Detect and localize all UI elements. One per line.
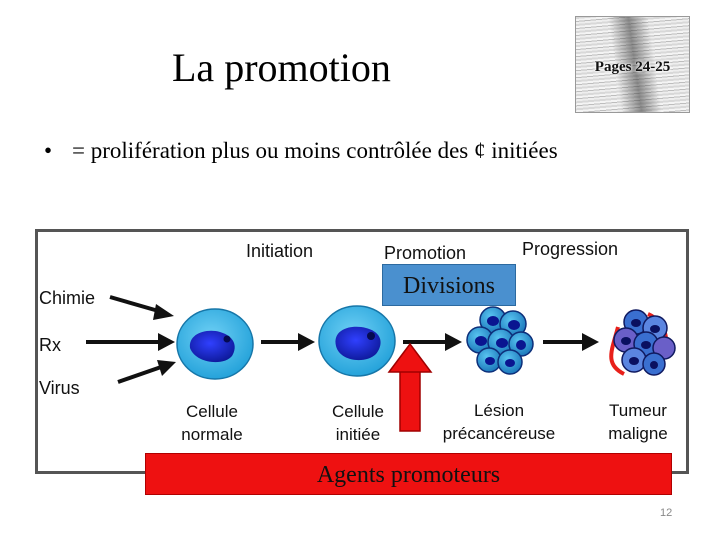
page-number: 12 bbox=[660, 507, 673, 519]
caption-normal-line1: Cellule bbox=[186, 402, 238, 421]
diagram-canvas: Initiation Promotion Progression Chimie … bbox=[39, 239, 676, 444]
caption-normal-line2: normale bbox=[181, 425, 242, 444]
divisions-label-box: Divisions bbox=[382, 264, 516, 306]
caption-lesion-line1: Lésion bbox=[474, 401, 524, 420]
arrow-lesion-to-tumor bbox=[543, 333, 599, 351]
bullet-text: = prolifération plus ou moins contrôlée … bbox=[72, 138, 558, 163]
agent-label-chimie: Chimie bbox=[39, 288, 95, 308]
bullet-definition: • = prolifération plus ou moins contrôlée… bbox=[44, 136, 558, 166]
caption-initiated-line1: Cellule bbox=[332, 402, 384, 421]
malignant-tumor-icon bbox=[609, 309, 676, 376]
normal-cell-icon bbox=[176, 308, 254, 380]
caption-tumor-line1: Tumeur bbox=[609, 401, 667, 420]
precancerous-lesion-icon bbox=[466, 306, 534, 375]
carcinogenesis-diagram: Initiation Promotion Progression Chimie … bbox=[35, 229, 689, 474]
caption-tumor-line2: maligne bbox=[608, 424, 668, 443]
pages-reference-label: Pages 24-25 bbox=[594, 59, 671, 75]
arrow-initiated-to-lesion bbox=[403, 333, 462, 351]
bullet-symbol: • bbox=[44, 138, 53, 163]
agent-arrow-rx bbox=[86, 333, 175, 351]
agent-arrow-virus bbox=[117, 360, 176, 384]
agent-arrow-chimie bbox=[109, 295, 174, 320]
page-title: La promotion bbox=[172, 45, 391, 90]
stage-label-progression: Progression bbox=[522, 239, 618, 259]
stage-label-promotion: Promotion bbox=[384, 243, 466, 263]
agent-label-rx: Rx bbox=[39, 335, 61, 355]
arrow-normal-to-initiated bbox=[261, 333, 315, 351]
initiated-cell-icon bbox=[318, 305, 396, 377]
caption-initiated-line2: initiée bbox=[336, 425, 380, 444]
book-pages-image: Pages 24-25 bbox=[575, 16, 690, 113]
stage-label-initiation: Initiation bbox=[246, 241, 313, 261]
caption-lesion-line2: précancéreuse bbox=[443, 424, 555, 443]
agent-label-virus: Virus bbox=[39, 378, 80, 398]
agents-promoteurs-box: Agents promoteurs bbox=[145, 453, 672, 495]
